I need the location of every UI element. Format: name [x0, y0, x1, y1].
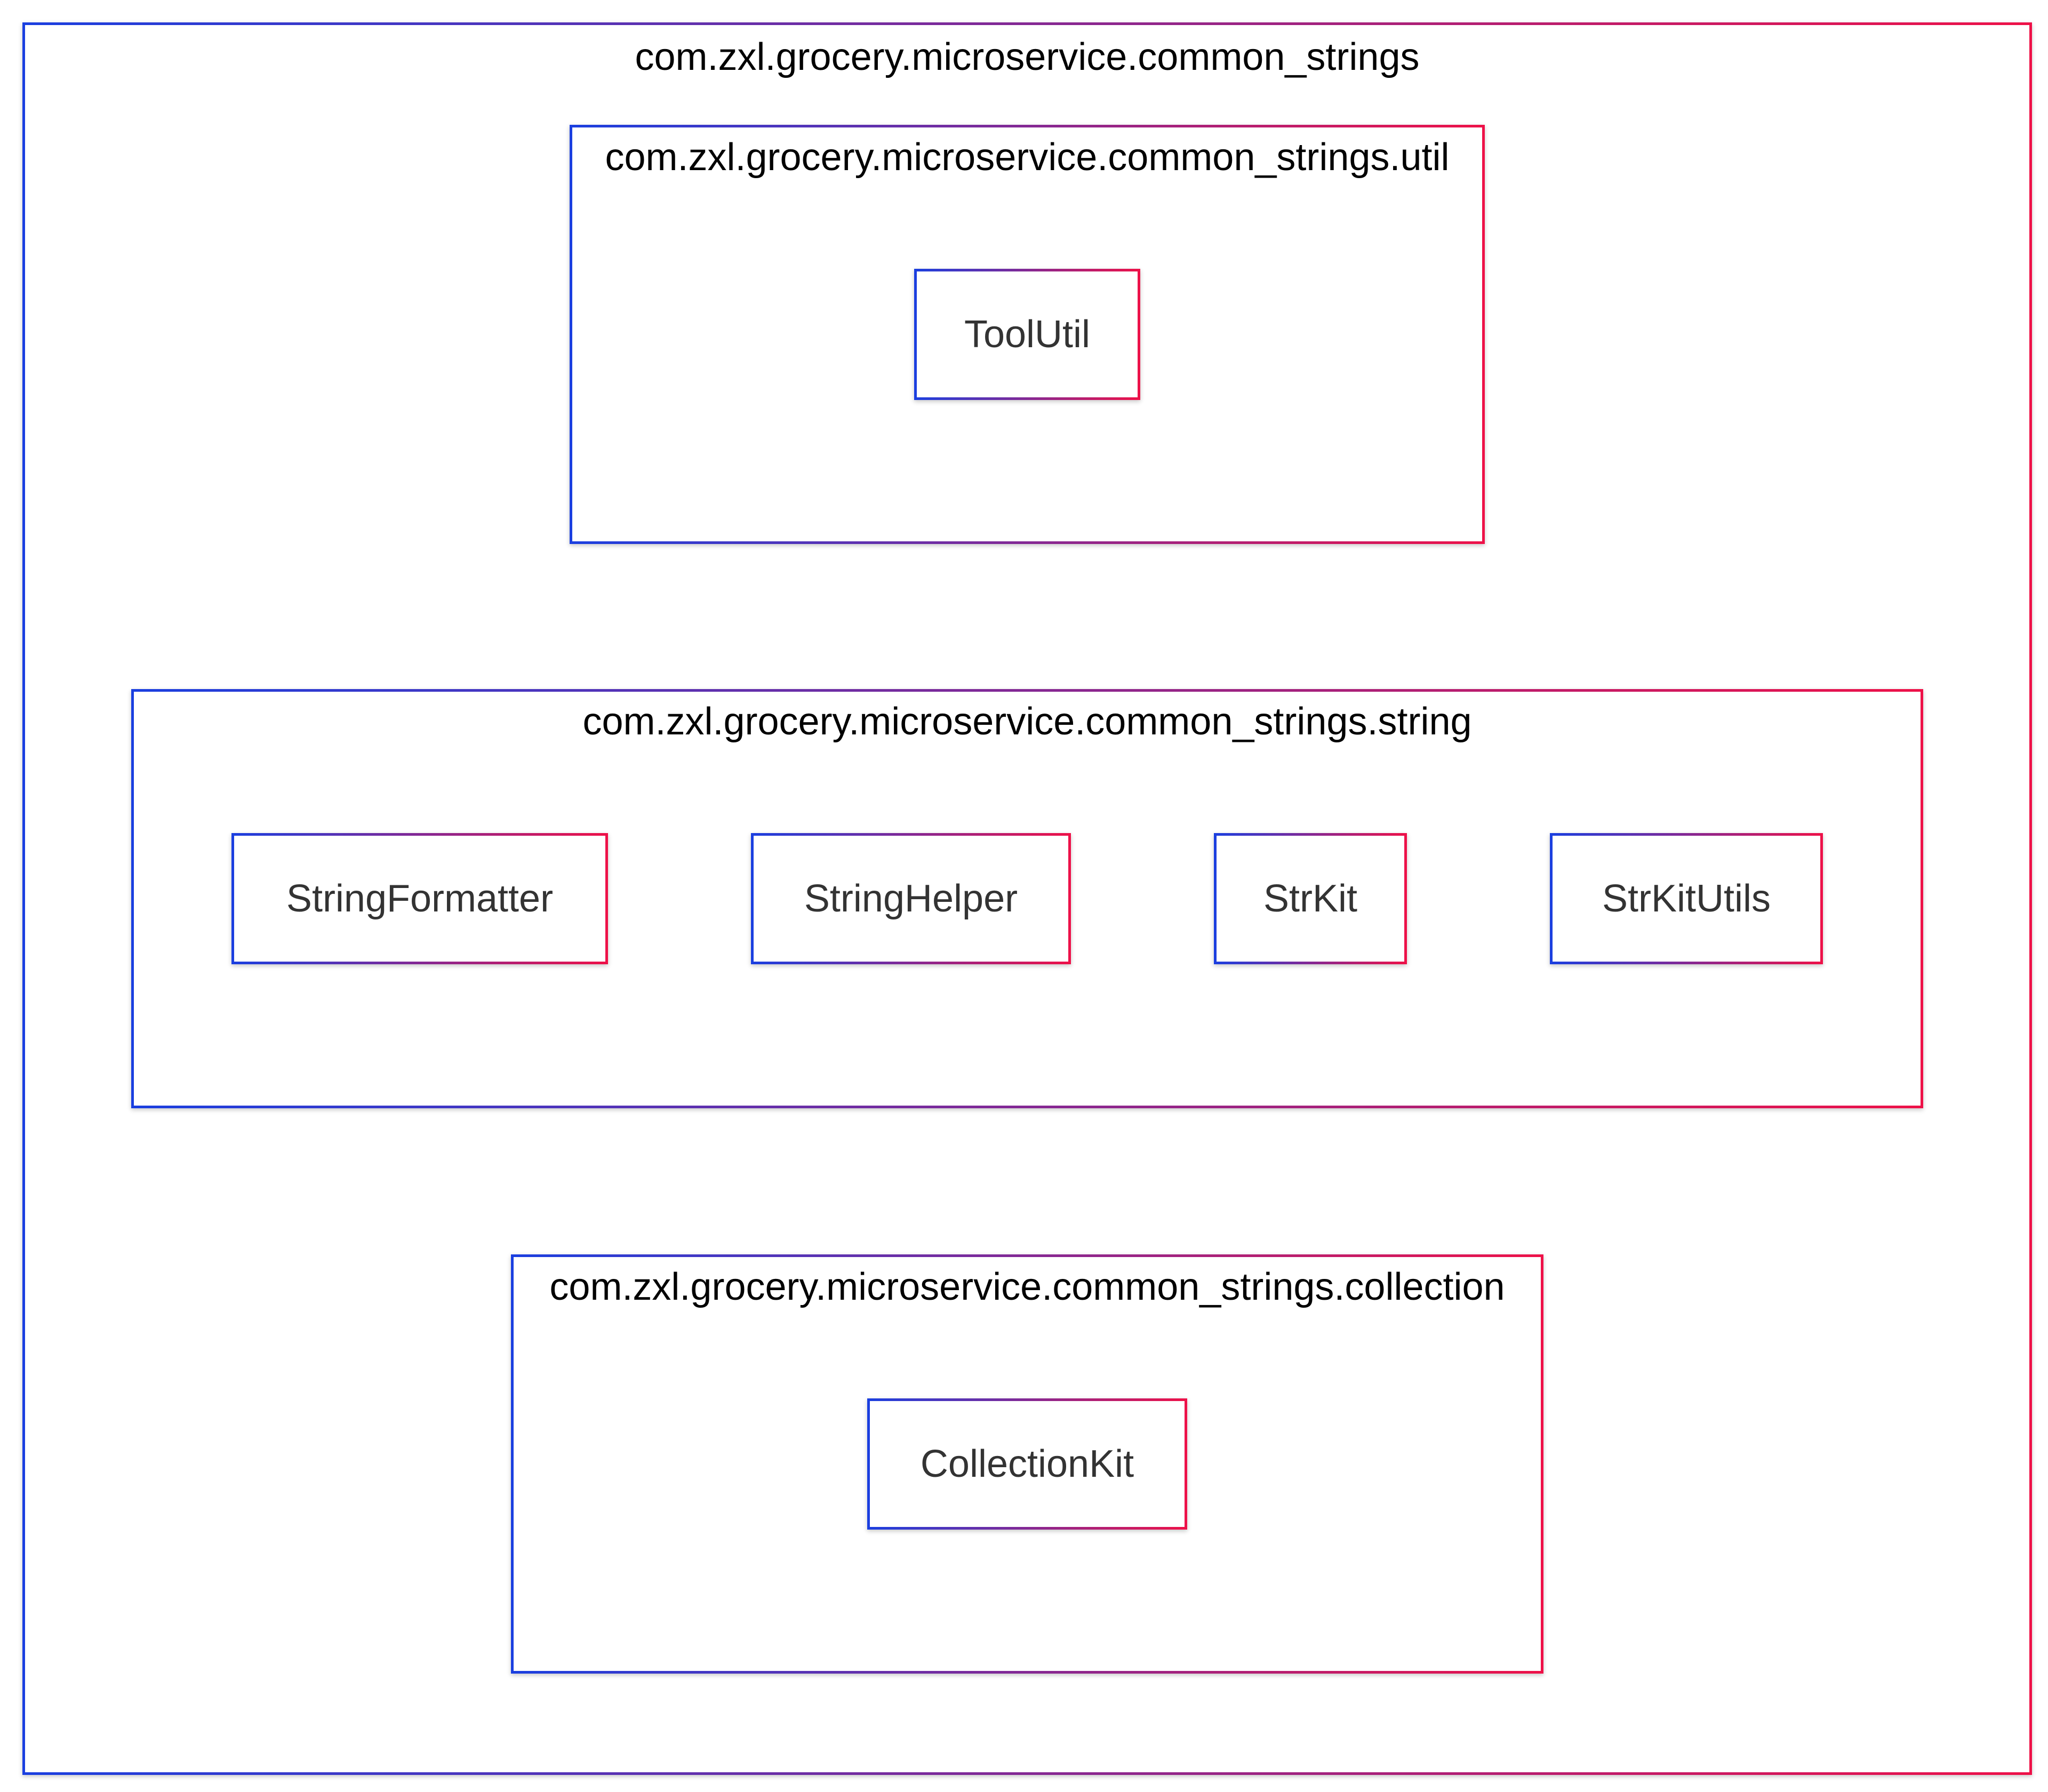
class-label: StringHelper — [804, 877, 1018, 920]
package-title: com.zxl.grocery.microservice.common_stri… — [635, 36, 1420, 78]
class-label: StrKitUtils — [1602, 877, 1771, 920]
class-node-stringformatter[interactable]: StringFormatter — [231, 833, 608, 964]
class-label: StringFormatter — [286, 877, 554, 920]
class-node-strkitutils[interactable]: StrKitUtils — [1550, 833, 1823, 964]
class-node-strkit[interactable]: StrKit — [1214, 833, 1407, 964]
class-node-stringhelper[interactable]: StringHelper — [751, 833, 1071, 964]
package-title: com.zxl.grocery.microservice.common_stri… — [605, 136, 1450, 179]
class-label: CollectionKit — [920, 1443, 1134, 1485]
package-util: com.zxl.grocery.microservice.common_stri… — [570, 125, 1485, 544]
class-label: StrKit — [1263, 877, 1358, 920]
package-title: com.zxl.grocery.microservice.common_stri… — [549, 1266, 1505, 1308]
class-label: ToolUtil — [964, 313, 1091, 356]
package-title: com.zxl.grocery.microservice.common_stri… — [582, 700, 1472, 743]
class-node-toolutil[interactable]: ToolUtil — [914, 269, 1140, 400]
class-node-collectionkit[interactable]: CollectionKit — [867, 1398, 1187, 1530]
